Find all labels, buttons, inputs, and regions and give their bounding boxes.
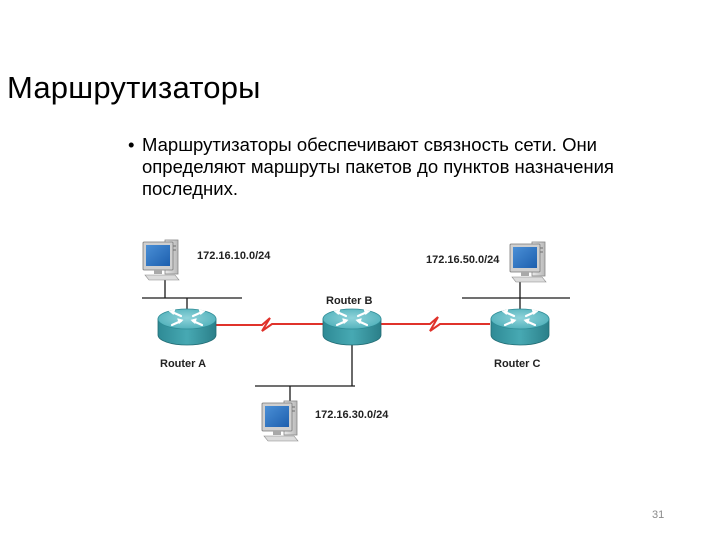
router-b-label: Router B xyxy=(326,295,373,307)
router-c-icon xyxy=(489,307,551,347)
network-a-address: 172.16.10.0/24 xyxy=(197,250,271,262)
slide-title: Маршрутизаторы xyxy=(7,70,261,105)
router-b-icon xyxy=(321,307,383,347)
serial-link-ab xyxy=(214,317,323,332)
bullet-list: Маршрутизаторы обеспечивают связность се… xyxy=(128,134,703,200)
router-c-label: Router C xyxy=(494,358,541,370)
serial-link-bc xyxy=(381,316,490,332)
network-b-address: 172.16.30.0/24 xyxy=(315,409,389,421)
bullet-item: Маршрутизаторы обеспечивают связность се… xyxy=(128,134,703,200)
serial-links xyxy=(214,316,490,332)
page-number: 31 xyxy=(652,509,665,521)
router-a-icon xyxy=(156,307,218,347)
pc-b-icon xyxy=(261,400,299,442)
network-c-address: 172.16.50.0/24 xyxy=(426,254,500,266)
pc-c-icon xyxy=(509,241,547,283)
router-a-label: Router A xyxy=(160,358,206,370)
pc-a-icon xyxy=(142,239,180,281)
